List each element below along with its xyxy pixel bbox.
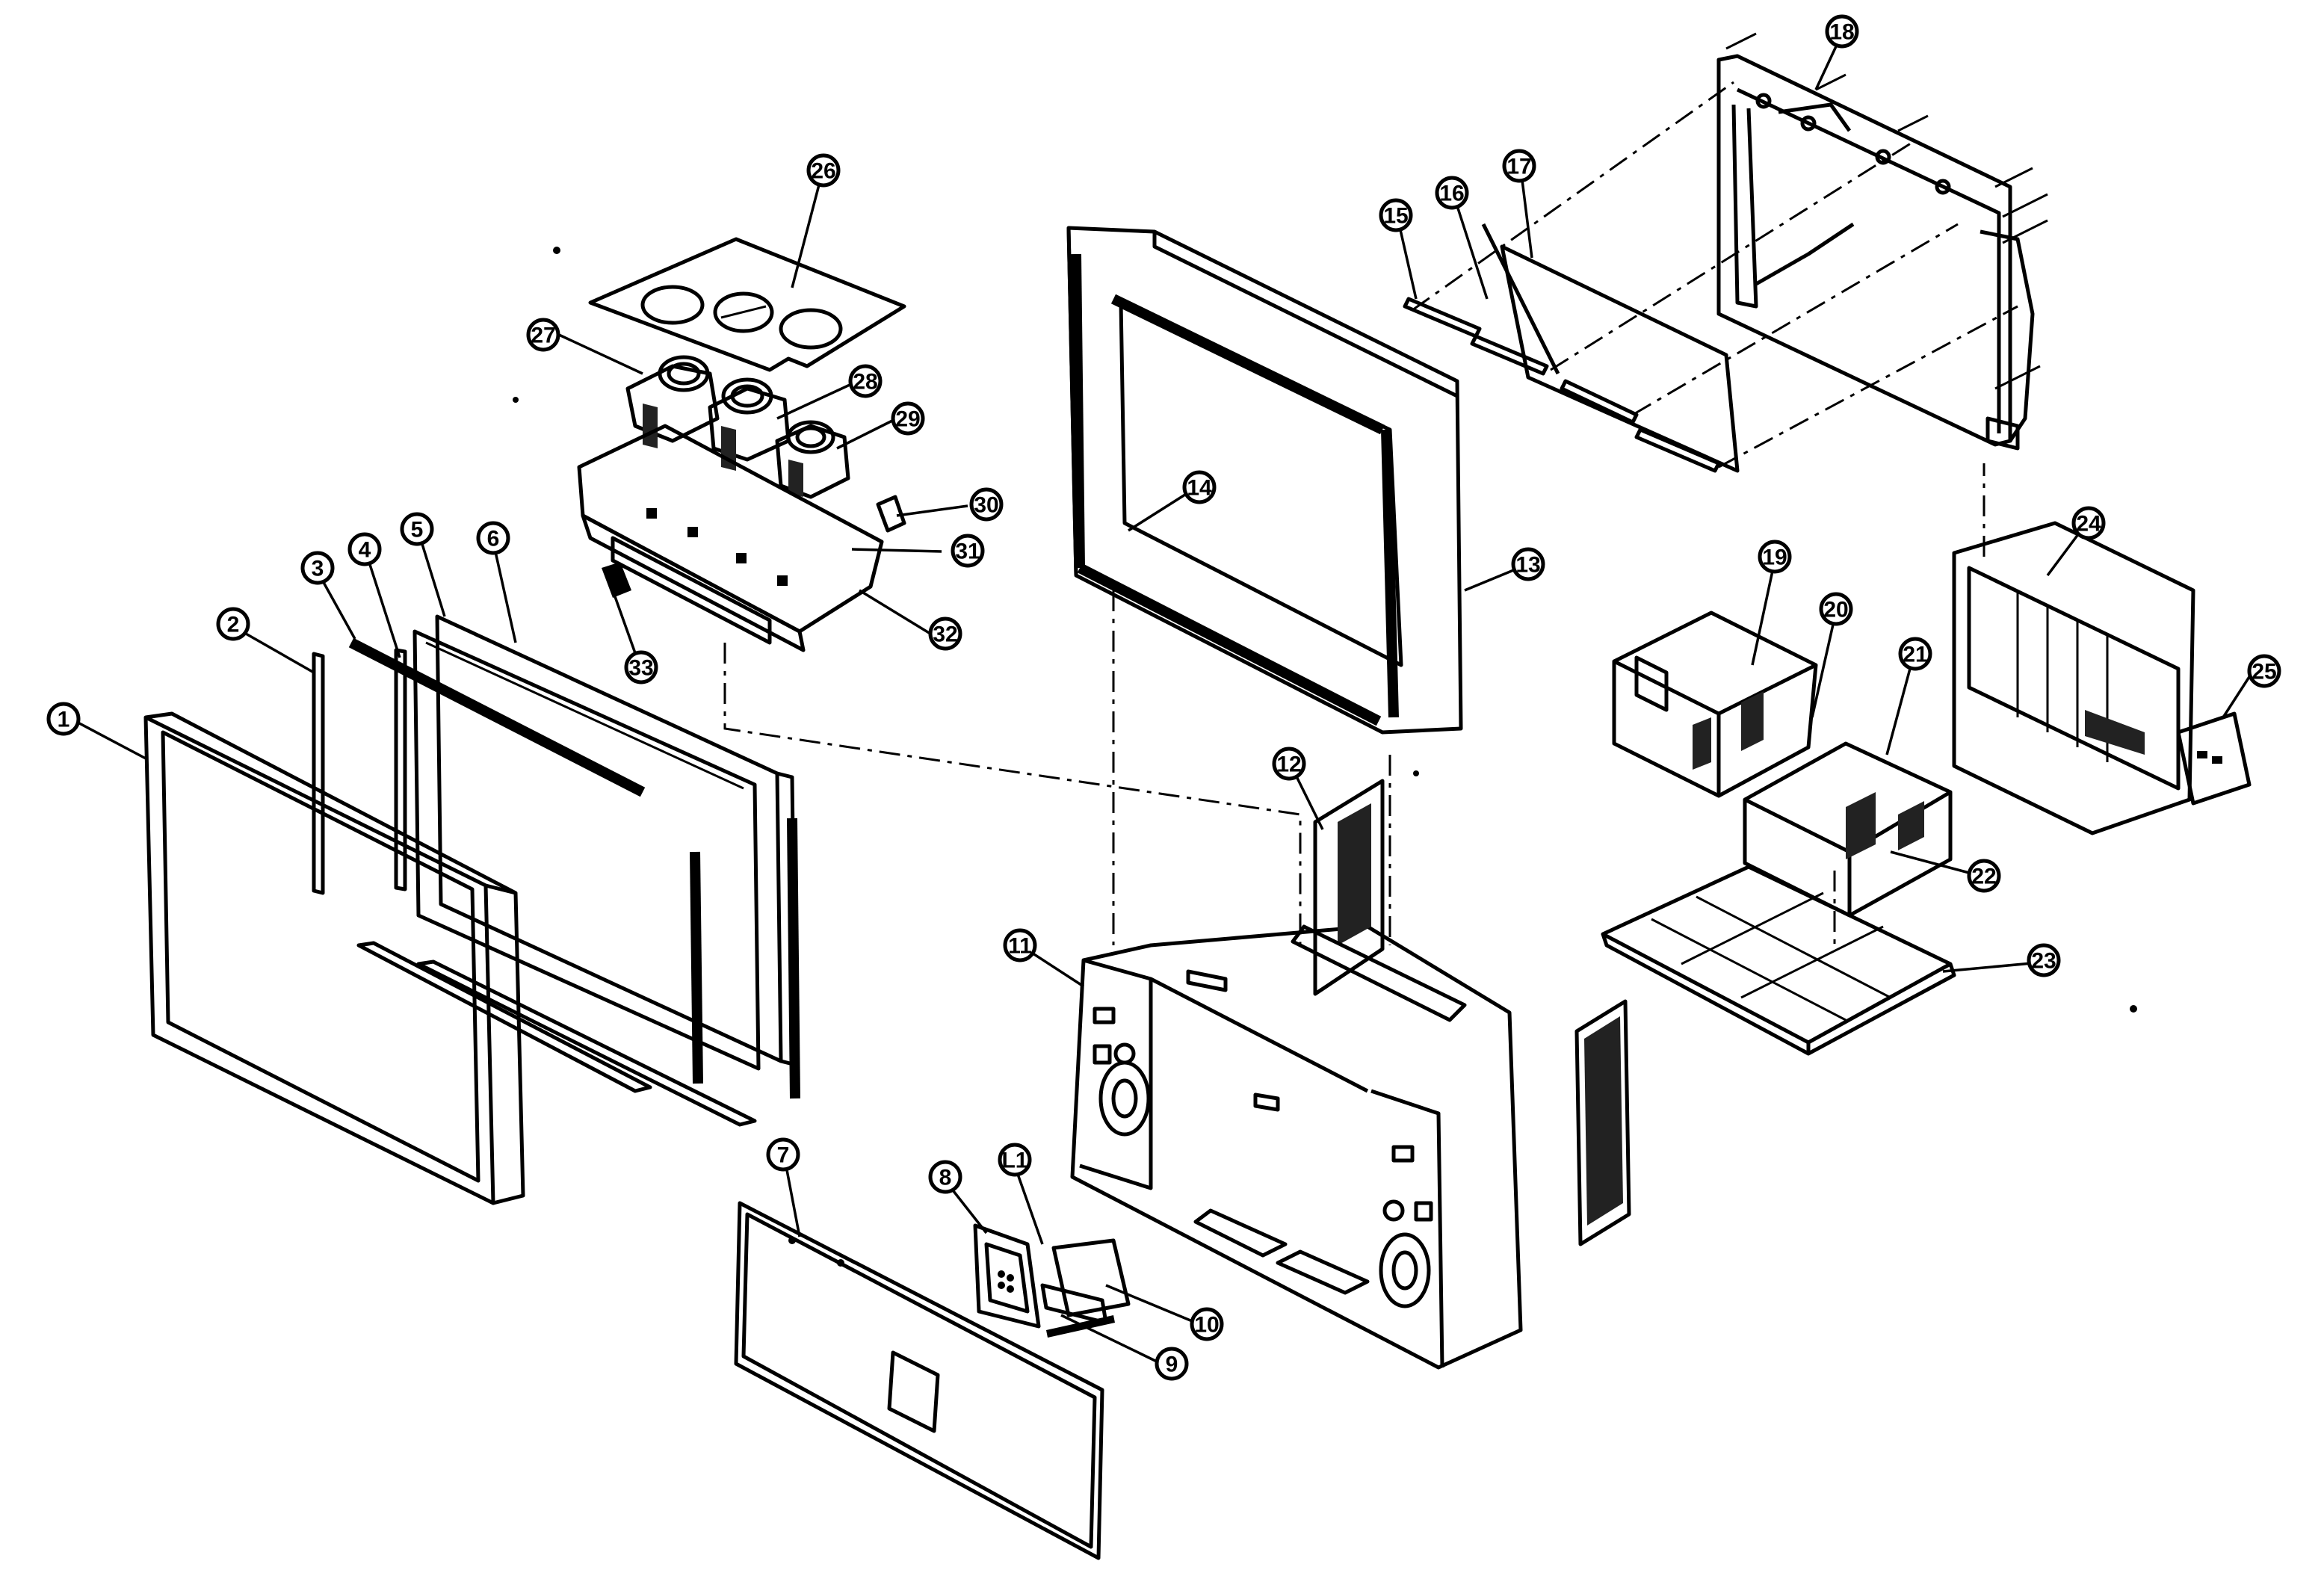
screen-panel-6 [435,614,800,1099]
stray-marks [513,247,2137,1013]
callout-16: 16 [1435,176,1469,210]
callout-25: 25 [2247,654,2281,688]
callout-label: 24 [2076,512,2101,537]
screw-lines-18 [1725,32,2048,390]
callout-label: 16 [1439,182,1464,206]
keypad-bracket-8 [973,1223,1041,1329]
small-board-25 [2176,711,2252,806]
control-panel-7 [734,1201,1104,1560]
callout-3: 3 [300,551,335,585]
callout-label: 31 [955,540,980,564]
callout-17: 17 [1502,149,1536,183]
main-cabinet-11 [1070,924,1523,1370]
callout-30: 30 [969,487,1004,522]
callout-label: 28 [853,370,877,395]
vertical-strip-2 [312,652,325,895]
callout-8: 8 [928,1160,962,1194]
callout-label: 2 [227,613,240,637]
callout-22: 22 [1967,859,2001,893]
side-rails-15-16 [1403,223,1721,473]
callout-9: 9 [1155,1347,1189,1381]
main-board-24 [1952,521,2195,835]
chassis-19 [1612,611,1818,798]
callout-29: 29 [891,401,925,436]
thin-strip-4 [394,648,407,891]
callout-label: 12 [1276,752,1301,777]
callout-13: 13 [1511,547,1545,581]
bottom-tray-23 [1601,865,1956,1056]
front-bezel-frame [143,711,525,1205]
callout-label: 10 [1194,1313,1219,1338]
callout-label: 20 [1823,598,1848,622]
callout-11: 11 [1003,928,1037,962]
callout-label: 23 [2031,949,2056,974]
callout-label: 11 [1008,934,1032,959]
callout-10: 10 [1190,1307,1224,1341]
callout-21: 21 [1898,637,1932,671]
callout-label: 19 [1762,546,1787,570]
callout-19: 19 [1758,540,1792,574]
small-parts-30-33 [602,495,906,598]
callout-label: 29 [895,407,920,432]
chassis-21-22 [1743,741,1953,918]
callout-4: 4 [347,532,382,566]
callout-24: 24 [2071,506,2106,540]
callout-18: 18 [1825,14,1859,49]
callout-6: 6 [476,521,510,555]
callout-label: 6 [487,527,500,551]
callout-label: 13 [1515,553,1540,578]
callout-33: 33 [624,650,658,684]
callout-label: 21 [1903,643,1927,667]
callout-label: 33 [628,656,653,681]
rear-cabinet-13 [1066,226,1463,735]
rear-cover-17 [1500,244,1740,473]
callout-label: 14 [1187,476,1212,501]
screen-panel-5 [412,629,761,1071]
callout-label: 8 [939,1166,952,1190]
assembly-dash-lines [723,81,2018,949]
callout-12: 12 [1272,747,1306,781]
callout-label: 22 [1971,865,1996,889]
engine-base-32 [577,424,884,652]
callout-label: 9 [1166,1353,1178,1377]
control-board-9-10 [1040,1238,1131,1338]
callout-label: 3 [312,557,324,581]
callout-label: 18 [1829,20,1854,45]
callout-1: 1 [46,702,81,736]
callout-label: 7 [777,1143,790,1168]
callout-2: 2 [216,607,250,641]
callout-28: 28 [848,364,883,398]
callout-label: 15 [1383,204,1408,229]
back-board-12 [1291,779,1467,1022]
callout-27: 27 [526,318,560,352]
callout-label: 27 [531,324,555,348]
callout-7: 7 [766,1137,800,1172]
projection-tubes-27-28-29 [625,355,850,499]
board-frame-18 [1716,54,2035,451]
leader-lines [70,33,2255,1363]
callout-L1: L1 [998,1143,1032,1177]
callout-label: 25 [2252,660,2276,684]
side-grille [1574,999,1631,1246]
callout-31: 31 [951,534,985,568]
callout-20: 20 [1819,592,1853,626]
callout-label: 30 [974,493,998,518]
callout-label: 1 [58,708,70,732]
callout-15: 15 [1379,198,1413,232]
callout-5: 5 [400,512,434,546]
callout-label: 4 [359,538,371,563]
callout-label: 17 [1506,155,1531,179]
callout-14: 14 [1182,470,1217,504]
callout-label: 26 [811,159,835,184]
callout-32: 32 [928,616,962,651]
lower-strips [356,941,757,1127]
heavy-bar-3 [348,637,646,797]
callout-23: 23 [2027,943,2061,977]
callout-label: L1 [1001,1149,1027,1173]
lens-cover-26 [588,237,906,372]
callout-label: 32 [933,622,957,647]
callout-26: 26 [806,153,841,188]
callout-label: 5 [411,518,424,543]
